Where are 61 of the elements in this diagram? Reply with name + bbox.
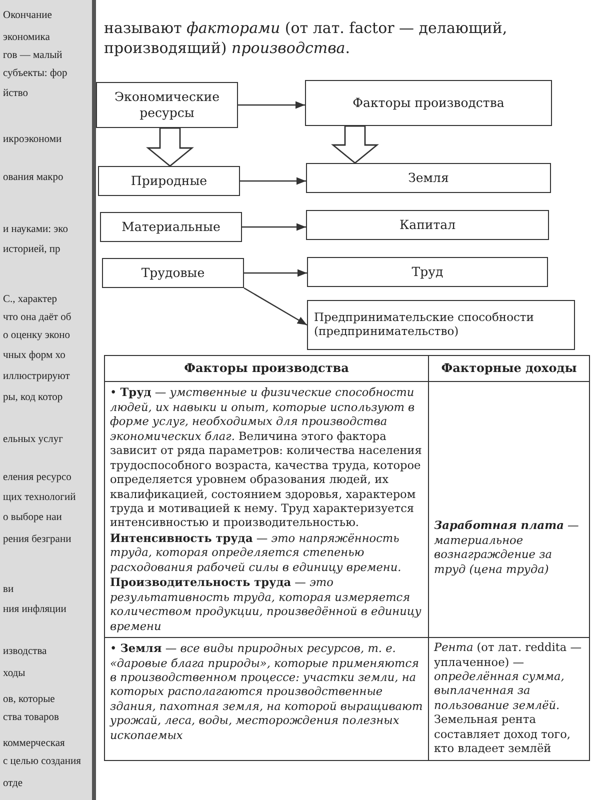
process-box (306, 163, 551, 193)
page-text-fragment: с целью создания (3, 756, 82, 767)
page-text-fragment: коммерческая (3, 738, 65, 749)
intro-text: называют факторами (от лат. factor — делающий, производящий) производства. (104, 18, 508, 58)
page-text-fragment: историей, пр (3, 244, 60, 255)
page-text-fragment: гов — малый (3, 50, 62, 61)
table-cell: • Земля — все виды природных ресурсов, т. е. «даровые блага природы», которые применяются в производственном процессе: участки земли, на которых располагаются производственные здания, пахотная земля, на которой выращивают урожай, леса, воды, месторождения полезных ископаемых (104, 638, 428, 760)
process-box (307, 257, 548, 287)
process-box (306, 210, 549, 240)
page-text-fragment: чных форм хо (3, 350, 66, 361)
block-arrow (331, 125, 379, 164)
page-text-fragment: ов, которые (3, 694, 55, 705)
page-text-fragment: Окончание (3, 10, 52, 21)
page-text-fragment: икроэкономи (3, 134, 62, 145)
page-text-fragment: и науками: эко (3, 224, 68, 235)
box-label: Капитал (399, 217, 456, 233)
page-text-fragment: рения безграни (3, 534, 72, 545)
page-text-fragment: ры, код котор (3, 392, 63, 403)
process-box (96, 82, 238, 128)
box-label: Труд (412, 264, 444, 280)
process-box (98, 166, 240, 196)
arrow (240, 177, 306, 185)
page-text-fragment: о выборе наи (3, 512, 62, 523)
box-label: Природные (130, 173, 208, 189)
box-label: Факторы производства (352, 95, 504, 111)
page-text-fragment: отде (3, 778, 23, 789)
box-label: Экономические ресурсы (113, 89, 221, 121)
page-text-fragment: что она даёт об (3, 312, 72, 323)
page-text-fragment: йство (3, 88, 28, 99)
table-header: Факторные доходы (428, 356, 590, 382)
box-label: Материальные (122, 219, 220, 235)
page-text-fragment: экономика (3, 32, 50, 43)
box-label: Предпринимательские способности (предпринимательство) (314, 311, 535, 339)
table-cell: Рента (от лат. reddita — уплаченное) — определённая сумма, выплаченная за пользование землёй. Земельная рента составляет доход того, кто владеет землёй (428, 638, 590, 760)
page-text-fragment: ви (3, 584, 14, 595)
arrow (244, 269, 307, 277)
box-label: Трудовые (141, 265, 205, 281)
page-text-fragment: С., характер (3, 294, 58, 305)
block-arrow (146, 127, 194, 167)
page-text-fragment: ходы (3, 668, 26, 679)
page-text-fragment: ования макро (3, 172, 64, 183)
page-text-fragment: еления ресурсо (3, 472, 72, 483)
process-box (102, 258, 244, 288)
table-header: Факторы производства (104, 356, 428, 382)
arrow (242, 223, 306, 231)
box-label: Земля (408, 170, 449, 186)
table-cell: Заработная плата — материальное вознаграждение за труд (цена труда) (428, 382, 590, 638)
page-text-fragment: изводства (3, 646, 47, 657)
arrow (244, 287, 308, 326)
page-text-fragment: щих технологий (3, 492, 76, 503)
arrow (238, 101, 305, 109)
table-cell: • Труд — умственные и физические способности людей, их навыки и опыт, которые используют в форме услуг, необходимых для производства экономических благ. Величина этого фактора зависит от ряда параметров: количества населения трудоспособного возраста, качества труда, которое определяется уровнем образования людей, их квалификацией, состоянием здоровья, характером труда и мотивацией к нему. Труд характеризуется интенсивностью и производительностью. Интенсивность труда — это напряжённость труда, которая определяется степенью расходования рабочей силы в единицу времени. Производительность труда — это результативность труда, которая измеряется количеством продукции, произведённой в единицу времени (104, 382, 428, 638)
page-text-fragment: иллюстрируют (3, 371, 70, 382)
page-text-fragment: ния инфляции (3, 604, 66, 615)
process-box (100, 212, 242, 242)
page-text-fragment: ельных услуг (3, 434, 63, 445)
page-text-fragment: о оценку эконо (3, 330, 70, 341)
process-box (307, 300, 575, 350)
page-text-fragment: субъекты: фор (3, 68, 68, 79)
page-text-fragment: ства товаров (3, 712, 59, 723)
process-box (305, 80, 552, 126)
